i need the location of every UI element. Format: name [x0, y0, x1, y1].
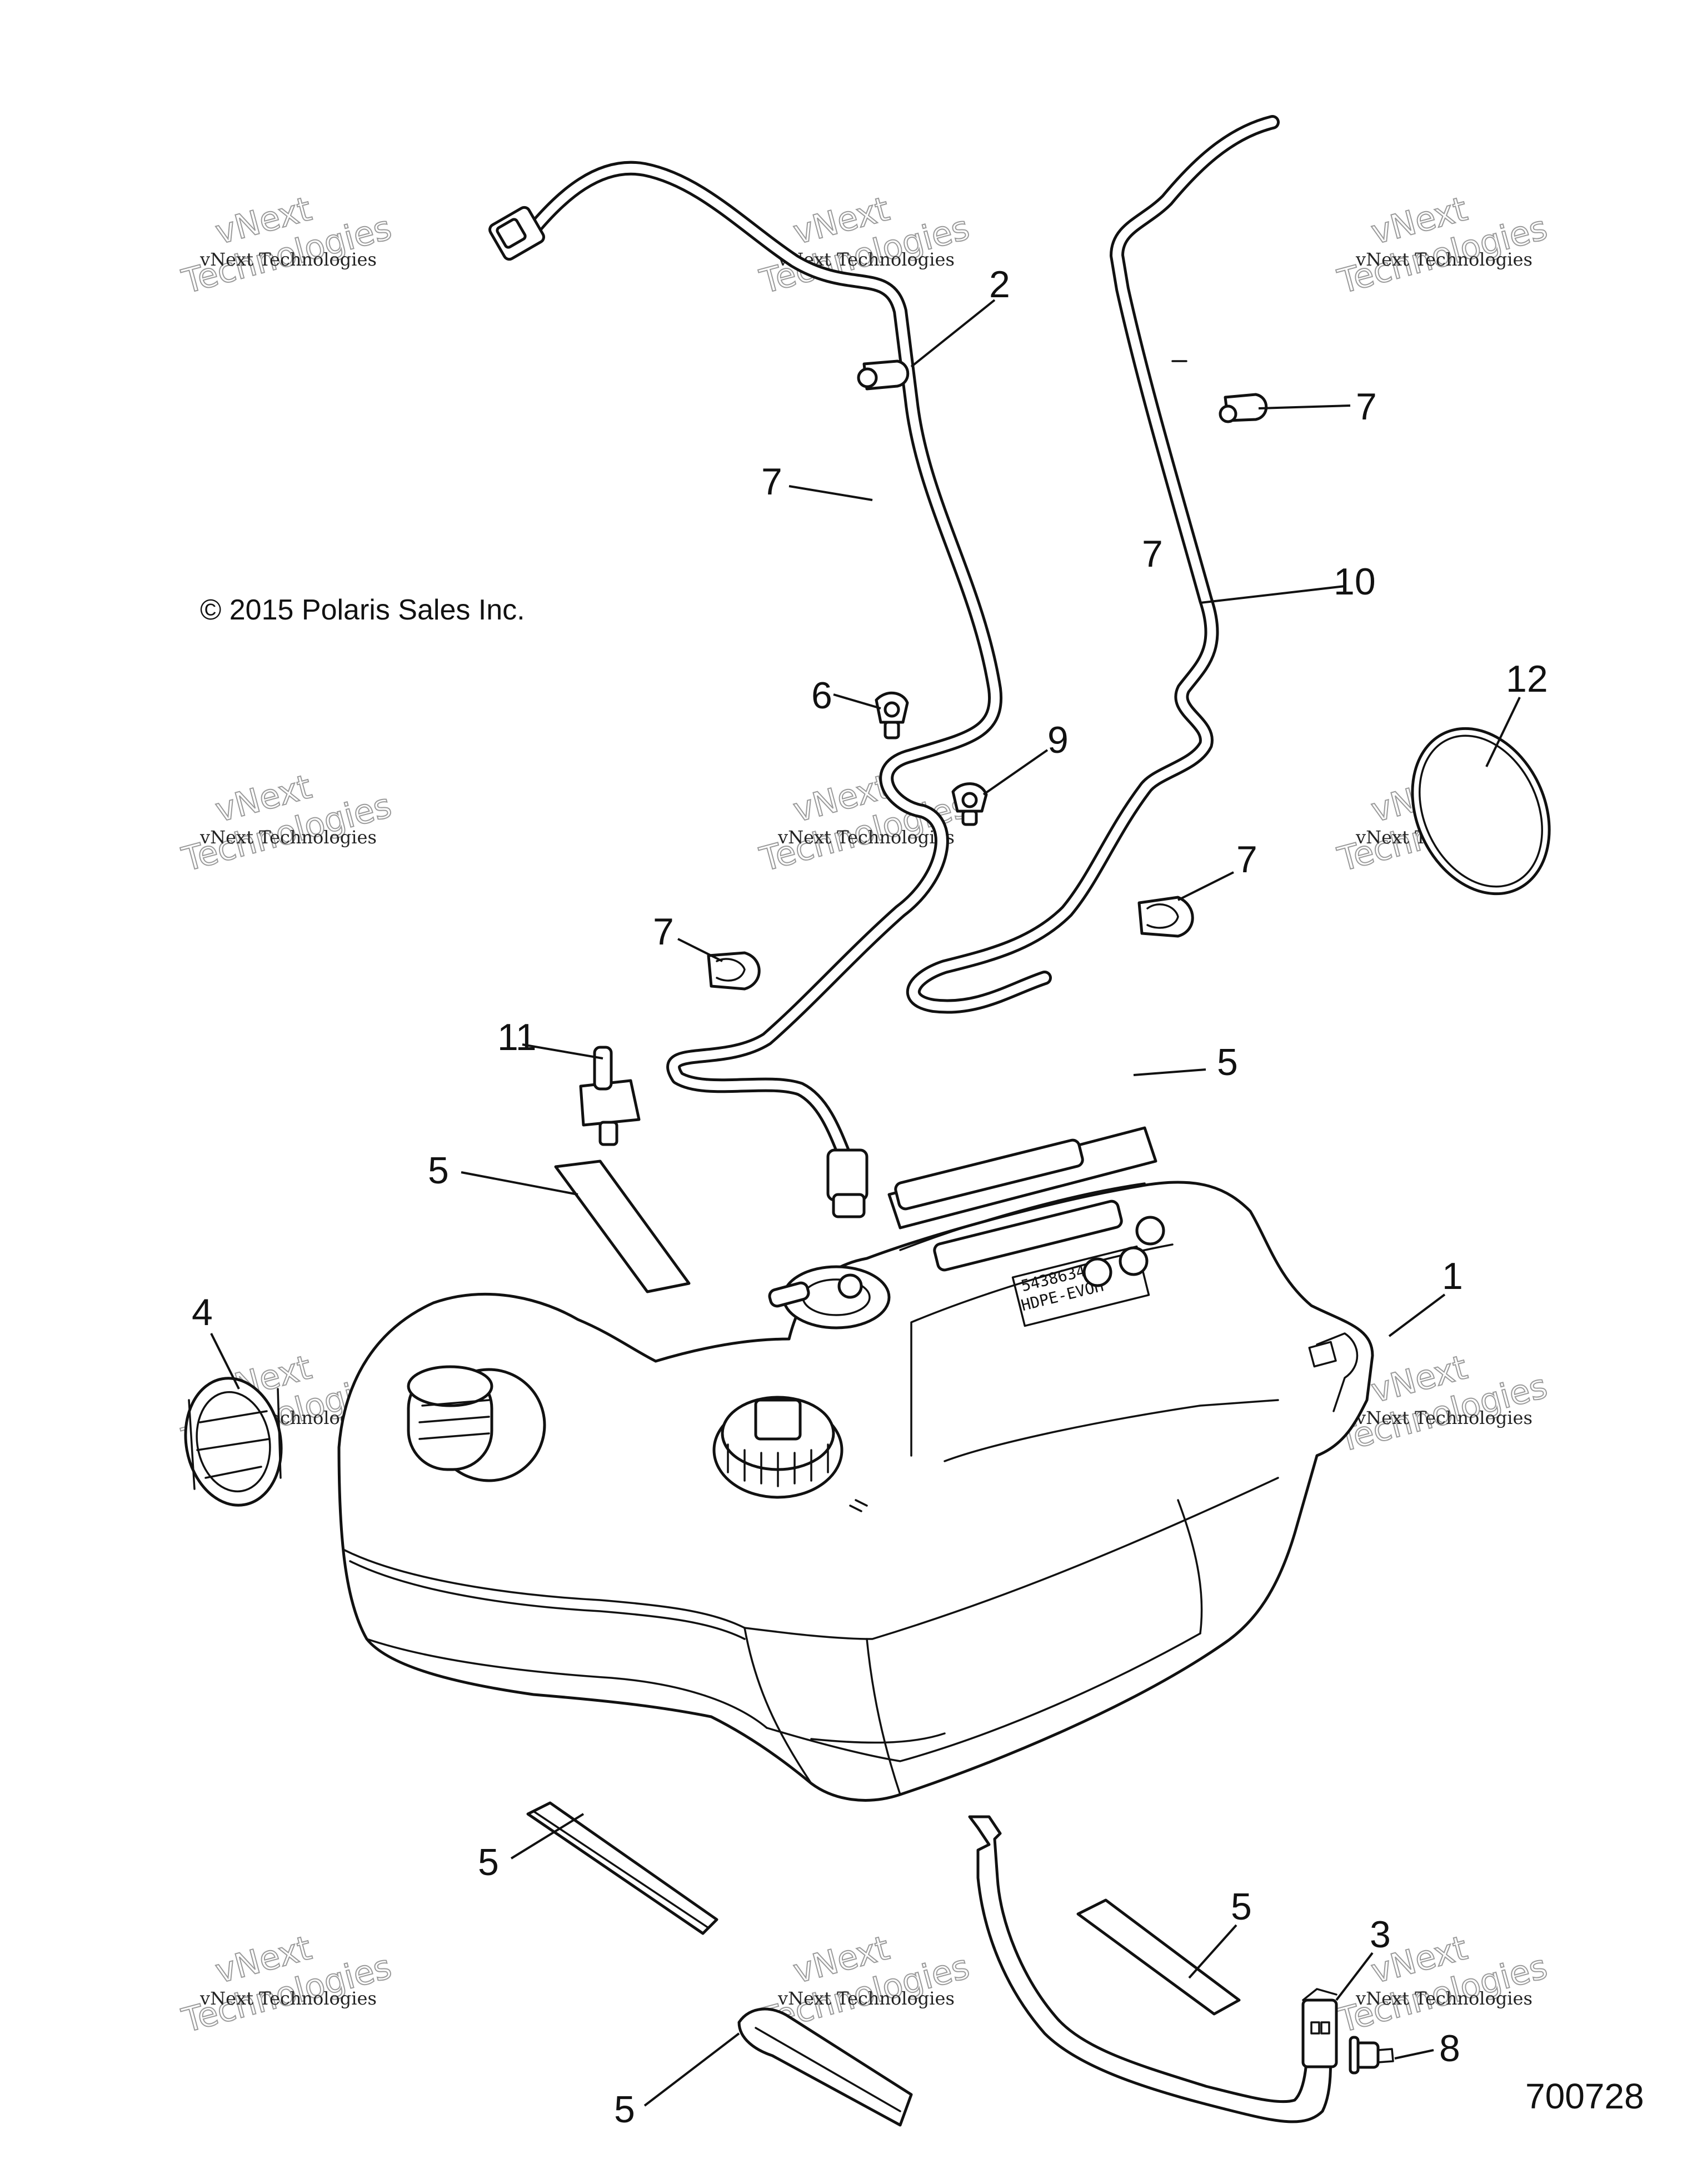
- callout-clip-upper-left: 7: [761, 461, 782, 503]
- pad-lower: [526, 1801, 718, 1935]
- callout-gasket: 12: [1506, 658, 1548, 700]
- gasket: [1411, 727, 1551, 896]
- hose-end-connector: [826, 1148, 869, 1218]
- watermark-text: vNext Technologies: [1355, 1407, 1533, 1428]
- watermark: vNext Technologies vNext Technologies: [1333, 189, 1551, 302]
- pad-bottom: [737, 2007, 913, 2127]
- watermark: vNext Technologies vNext Technologies: [1333, 1928, 1551, 2041]
- callout-clip-middle-upper: 7: [1142, 533, 1163, 575]
- callout-vent-hose-a: 2: [989, 263, 1010, 306]
- callout-clip-b: 9: [1047, 719, 1069, 761]
- watermark-text: vNext Technologies: [777, 827, 955, 848]
- callout-vent-hose-b: 10: [1334, 561, 1376, 603]
- vent-hose-b: [906, 115, 1280, 1014]
- fuel-cap: [184, 1377, 283, 1507]
- watermark-text: vNext Technologies: [199, 249, 377, 270]
- diagram-id: 700728: [1525, 2076, 1644, 2116]
- copyright-text: © 2015 Polaris Sales Inc.: [200, 594, 525, 626]
- callout-fuel-cap: 4: [192, 1291, 213, 1333]
- watermark: vNext Technologies vNext Technologies: [177, 1928, 396, 2041]
- watermark-text: vNext Technologies: [1355, 1988, 1533, 2009]
- callout-clip-right: 7: [1236, 838, 1257, 881]
- clip-a: [875, 691, 909, 739]
- callout-fitting: 11: [497, 1016, 537, 1058]
- pad-strap: [1076, 1898, 1241, 2016]
- rollover-valve: [768, 1265, 891, 1330]
- filler-neck: [407, 1365, 546, 1482]
- leader-lines: [210, 299, 1521, 2107]
- callout-clip-upper-right: 7: [1356, 386, 1377, 428]
- strap: [968, 1815, 1338, 2123]
- callout-pad-lower: 5: [478, 1841, 499, 1883]
- watermark-text: vNext Technologies: [199, 1988, 377, 2009]
- watermark: vNext Technologies vNext Technologies: [177, 767, 396, 880]
- callout-pad-top: 5: [1217, 1041, 1238, 1083]
- watermark-text: vNext Technologies: [199, 827, 377, 848]
- callout-clip-left: 7: [653, 911, 674, 953]
- pad-left: [554, 1160, 691, 1293]
- fuel-pump: [712, 1396, 868, 1512]
- callout-strap: 3: [1370, 1913, 1391, 1956]
- quick-connector: [488, 206, 545, 261]
- callout-screw: 8: [1439, 2027, 1460, 2070]
- clip-left: [707, 951, 761, 991]
- callout-fuel-tank: 1: [1442, 1255, 1463, 1297]
- fuel-tank: 5438634 HDPE-EVOH: [337, 1138, 1374, 1802]
- watermark: vNext Technologies vNext Technologies: [177, 189, 396, 302]
- clip-upper-left: [857, 359, 910, 391]
- watermark-text: vNext Technologies: [777, 1988, 955, 2009]
- fitting: [579, 1046, 641, 1146]
- screw: [1349, 2036, 1394, 2075]
- callout-pad-strap: 5: [1231, 1886, 1252, 1928]
- clip-middle: [1137, 896, 1194, 938]
- callout-clip-a: 6: [811, 674, 832, 717]
- callouts: 2 7 7 7 10 6 9 7 12 7 11 5 5 1 4 5 5 3 8…: [192, 263, 1548, 2131]
- vent-hose-a: [488, 161, 1003, 1218]
- callout-pad-left: 5: [428, 1150, 449, 1192]
- clip-b: [951, 782, 988, 826]
- callout-pad-bottom: 5: [614, 2088, 635, 2131]
- watermark-text: vNext Technologies: [1355, 249, 1533, 270]
